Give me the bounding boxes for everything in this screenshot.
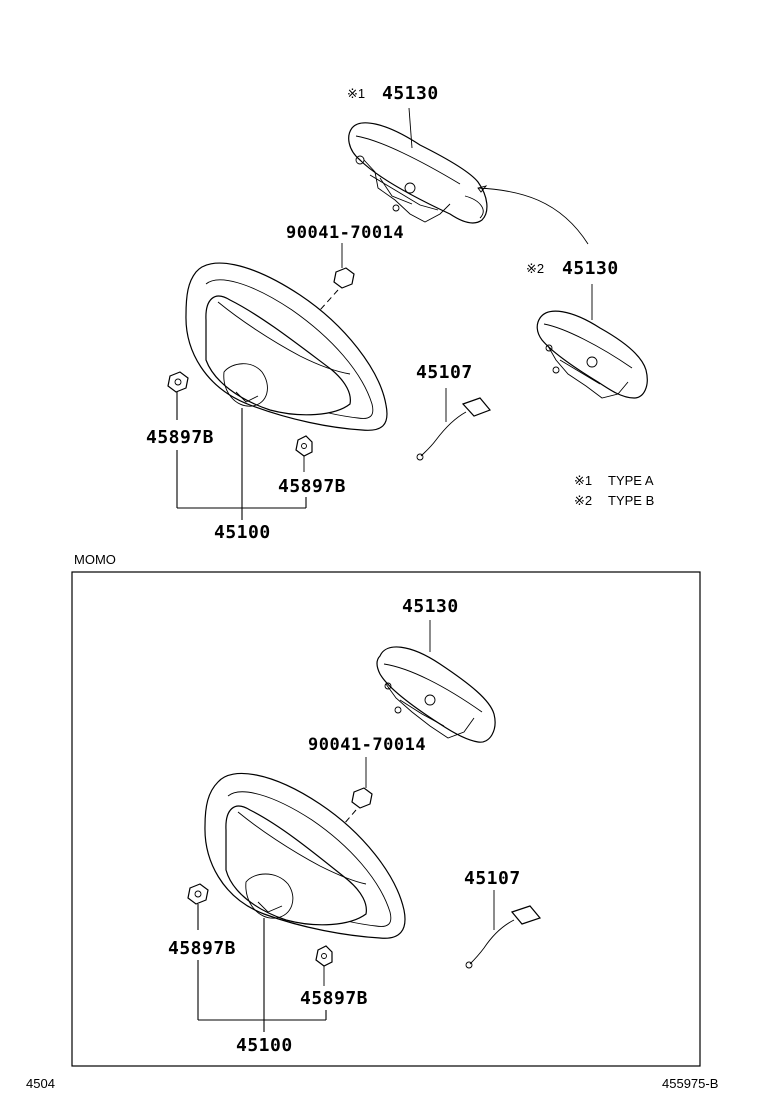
bracket-momo [197,904,327,1032]
bolt-left-top-part-number[interactable]: 45897B [146,427,215,448]
momo-title: MOMO [74,552,116,567]
wire-momo-part-number[interactable]: 45107 [464,868,521,889]
airbag-type-b-part-number[interactable]: 45130 [562,258,619,279]
airbag-type-a-drawing [348,107,589,245]
wheel-top-part-number[interactable]: 45100 [214,522,271,543]
steering-wheel-momo-drawing [204,772,406,939]
bolt-left-momo-part-number[interactable]: 45897B [168,938,237,959]
steering-wheel-top-drawing [185,262,388,431]
nut-momo-part-number[interactable]: 90041-70014 [308,735,427,755]
diagram-code: 455975-B [662,1076,719,1091]
legend-mark-1: ※1 [574,473,593,488]
nut-top-part-number[interactable]: 90041-70014 [286,223,405,243]
bolt-left-momo-drawing [187,883,209,905]
wire-momo-drawing [465,890,542,969]
legend-text-1: TYPE A [608,473,654,488]
page-number: 4504 [26,1076,55,1091]
bolt-left-top-drawing [167,371,189,393]
airbag-type-a-part-number[interactable]: 45130 [382,83,439,104]
airbag-type-b-drawing [536,284,648,399]
type-a-mark: ※1 [347,86,366,101]
wire-top-part-number[interactable]: 45107 [416,362,473,383]
type-b-mark: ※2 [526,261,545,276]
wire-top-drawing [416,388,492,461]
legend-mark-2: ※2 [574,493,593,508]
airbag-momo-part-number[interactable]: 45130 [402,596,459,617]
legend-text-2: TYPE B [608,493,655,508]
bolt-right-top-part-number[interactable]: 45897B [278,476,347,497]
wheel-momo-part-number[interactable]: 45100 [236,1035,293,1056]
bracket-top [176,392,307,520]
momo-box [71,571,701,1067]
bolt-right-momo-part-number[interactable]: 45897B [300,988,369,1009]
bolt-right-momo-drawing [315,945,333,986]
bolt-right-top-drawing [295,435,313,472]
airbag-momo-drawing [376,620,496,743]
